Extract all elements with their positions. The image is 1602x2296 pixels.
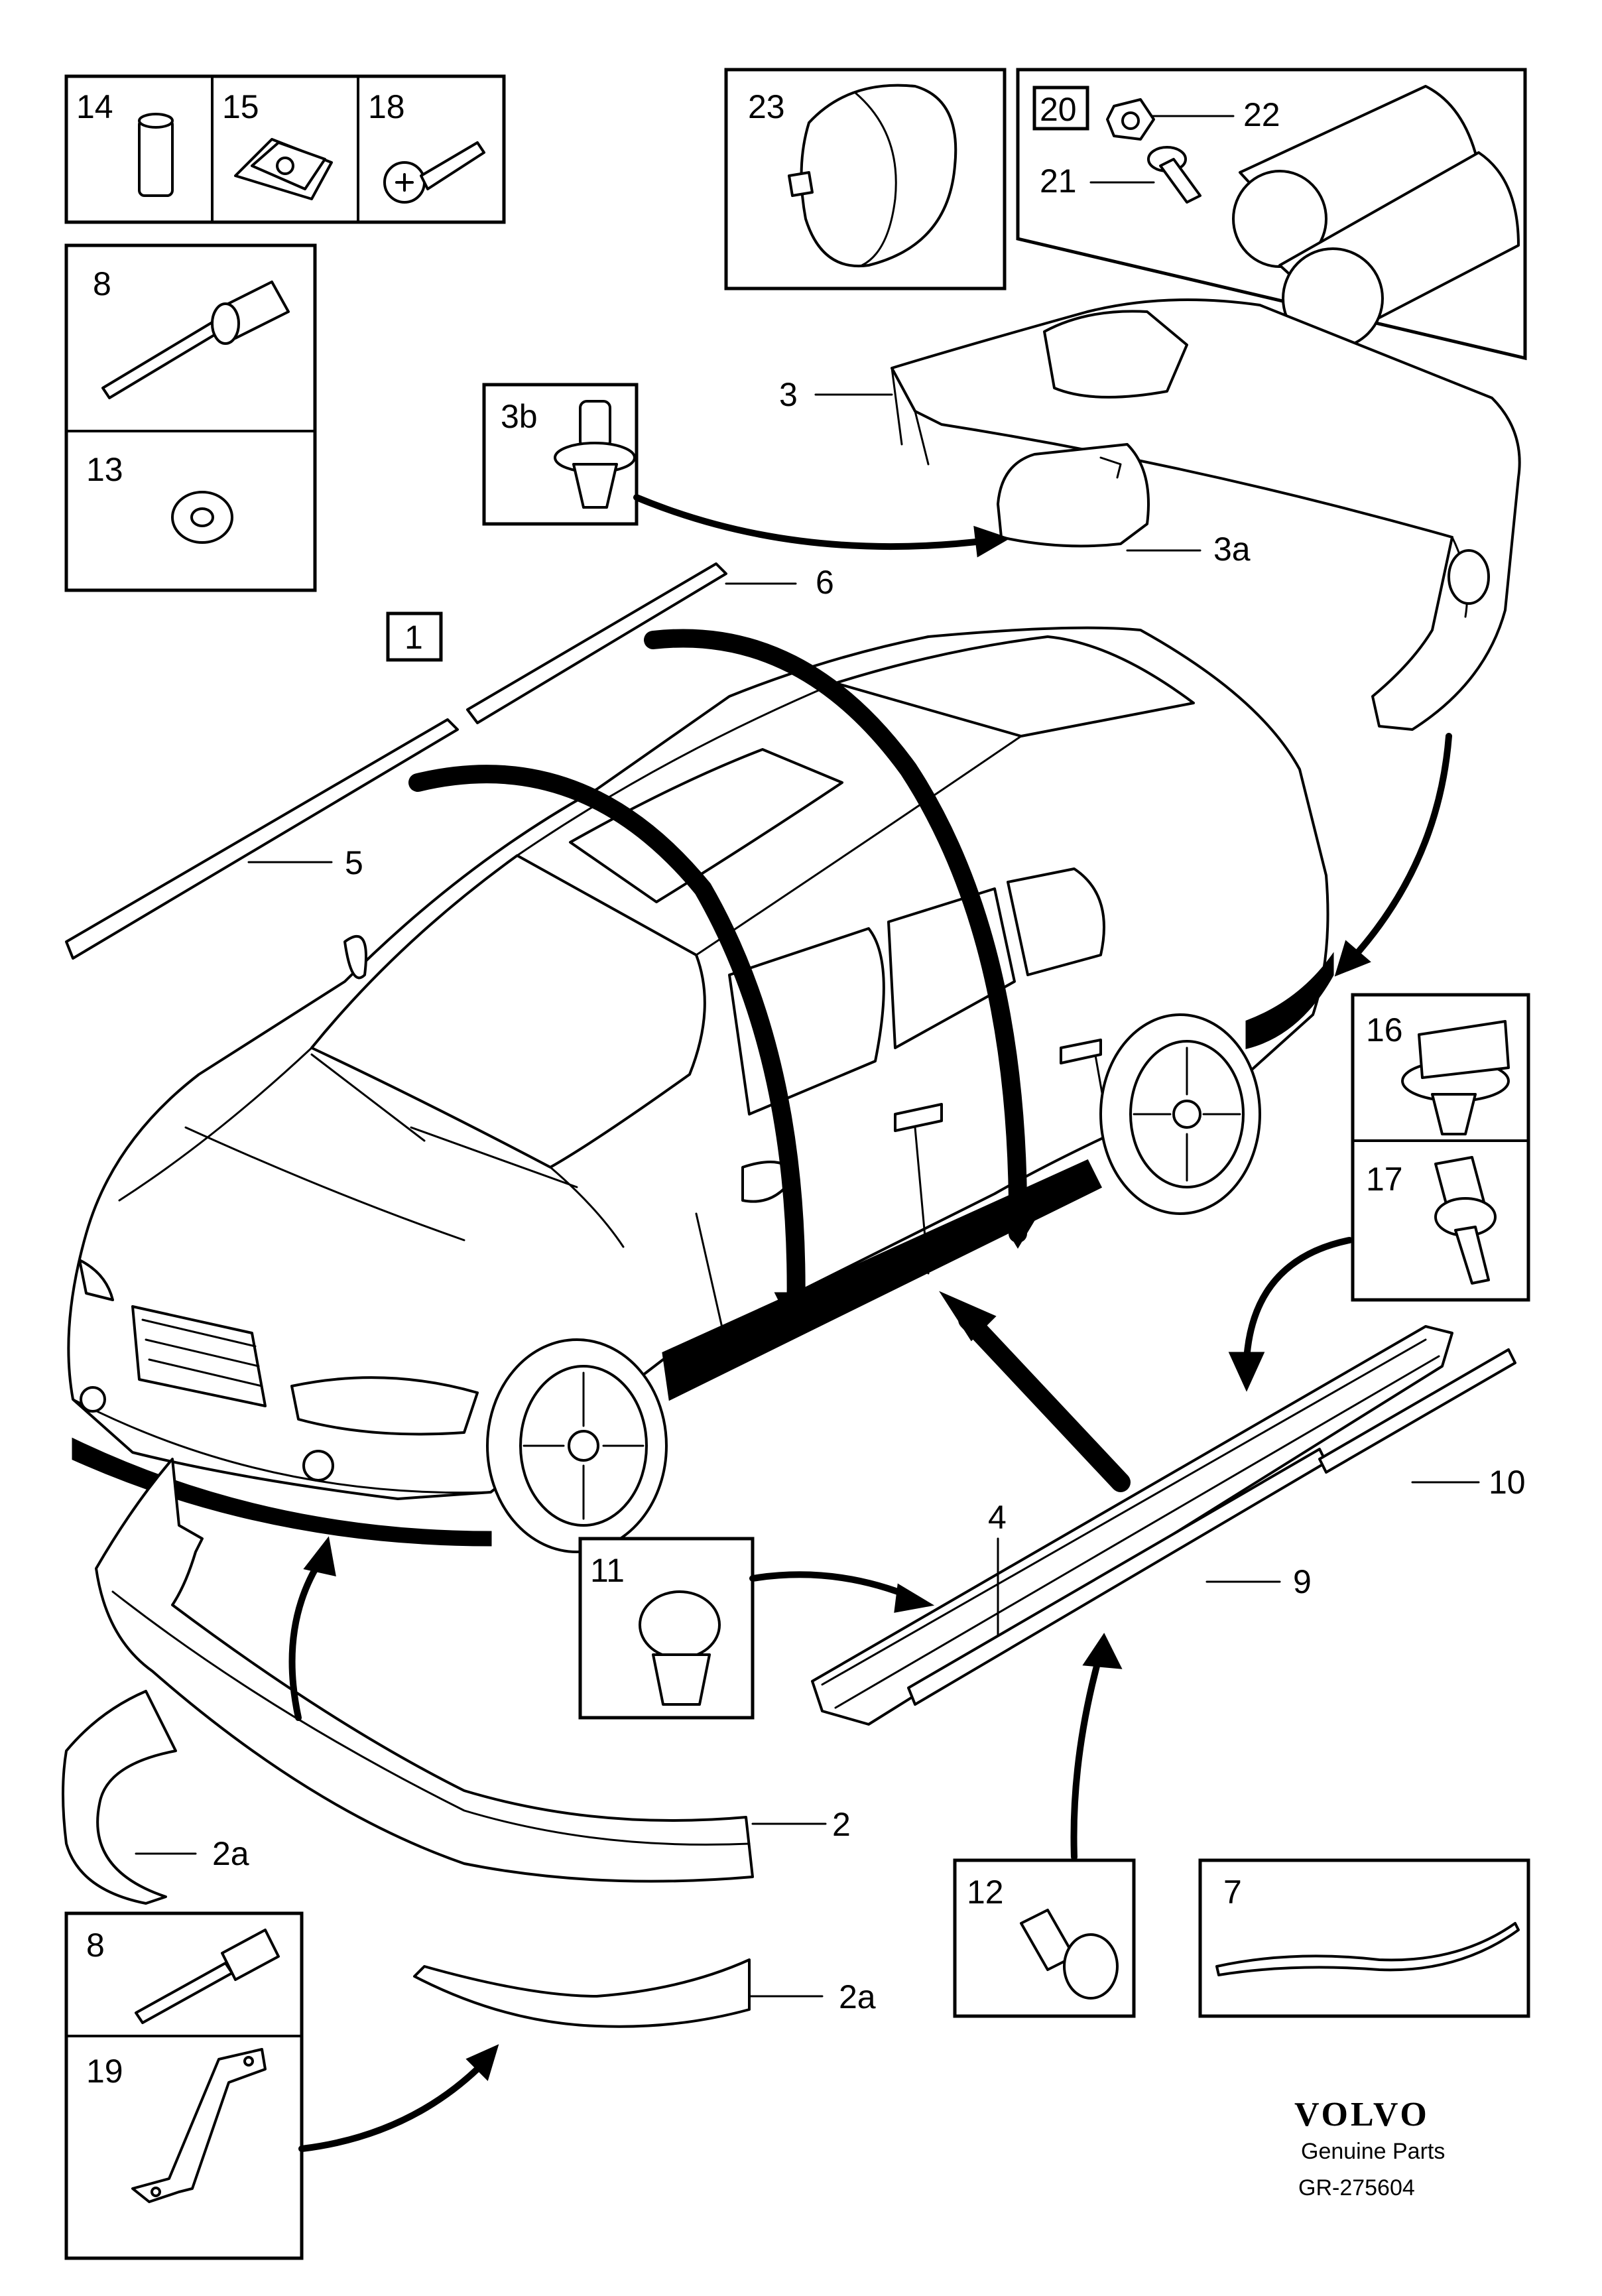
arrow-19-to-spoiler [298,2059,487,2152]
arrow-12-to-sill [1070,1648,1104,1860]
label-12: 12 [967,1874,1004,1911]
label-10: 10 [1489,1464,1526,1501]
label-18: 18 [368,88,405,125]
label-16: 16 [1366,1011,1403,1049]
label-14: 14 [76,88,113,125]
screw-part [383,141,485,204]
tailpipe-cover-part [788,84,957,268]
rear-wheel [1099,1013,1261,1215]
spoiler-end-left-part: 2a [62,1690,249,1905]
panel-7-strip: 7 [1198,1858,1530,2018]
fastener-panel-12: 12 [953,1858,1136,2018]
arrow-sill-to-car [958,1310,1131,1492]
clip-16-part [1401,1020,1510,1135]
arc-arrow-6 [644,629,1028,1243]
arrowhead [894,1583,935,1613]
arrowhead [1228,1352,1265,1392]
label-23: 23 [748,88,785,125]
label-5: 5 [345,844,363,881]
clip-nut-part [234,138,333,200]
fastener-panel-11: 11 [578,1537,755,1720]
label-22: 22 [1243,96,1280,133]
label-4: 4 [988,1499,1007,1536]
label-2a-right: 2a [839,1978,876,2015]
washer-part [171,491,233,544]
roof-molding-rear-part: 6 [466,562,834,724]
arrowhead [973,525,1011,558]
label-15: 15 [222,88,259,125]
arrowhead [1082,1633,1123,1669]
nut-part [1106,98,1155,141]
label-7: 7 [1223,1874,1242,1911]
diagram-reference: GR-275604 [1298,2175,1415,2200]
strip-7-part [1215,1922,1520,1976]
clip-11-part [639,1590,721,1706]
label-3b: 3b [501,398,538,435]
label-8-top: 8 [93,265,111,302]
label-1: 1 [404,619,423,656]
arrowhead [303,1536,336,1576]
label-21: 21 [1040,162,1077,200]
brand-logo: VOLVO [1294,2096,1430,2134]
rivet-bottom-part [135,1929,280,2024]
exhaust-tip-part [1232,85,1520,350]
front-spoiler-part: 2 [95,1458,851,1883]
arrow-17-to-sill [1243,1237,1353,1363]
arrow-spoiler-to-car [288,1555,325,1721]
label-8-bottom: 8 [86,1927,105,1964]
front-wheel [486,1338,668,1553]
spacer-tube-part [138,113,174,197]
label-3a: 3a [1213,531,1251,568]
label-3: 3 [779,376,798,413]
arrowhead [939,1291,997,1342]
arrowhead [465,2044,499,2081]
label-13: 13 [86,451,123,488]
arrowhead [774,1292,816,1336]
reference-box-1: 1 [386,611,443,662]
spoiler-end-right-part: 2a [413,1958,876,2028]
label-2: 2 [832,1806,851,1843]
fastener-panel-16-17: 16 17 [1351,993,1530,1302]
label-6: 6 [816,564,834,601]
label-9: 9 [1293,1563,1312,1600]
arrowhead [1334,940,1371,977]
side-sill-part: 4 10 9 [811,1325,1526,1726]
roof-molding-front-part: 5 [65,718,459,960]
fastener-panel-14-15-18: 14 15 18 [64,74,506,224]
label-20: 20 [1040,91,1077,128]
arc-arrow-5 [408,765,806,1329]
car-body [67,626,1334,1553]
label-19: 19 [86,2053,123,2090]
rivet-part [101,281,290,399]
fastener-panel-8-19: 8 19 [64,1911,304,2260]
arrowhead [996,1212,1040,1249]
push-pin-part [554,400,636,509]
label-17: 17 [1366,1161,1403,1198]
arrow-3b-to-3a [633,494,991,550]
rear-bumper-part: 3 [779,298,1521,731]
bracket-part [131,2048,267,2203]
label-11: 11 [590,1552,625,1589]
bolt-part [1147,146,1202,204]
arrow-bumper-to-16 [1349,733,1452,962]
fastener-panel-8-13: 8 13 [64,243,317,592]
brand-tagline: Genuine Parts [1301,2139,1445,2164]
clip-12-part [1020,1909,1119,2000]
bumper-insert-part: 3a [997,443,1251,568]
label-2a-left: 2a [212,1835,249,1872]
arrow-11-to-sill [749,1571,918,1602]
clip-17-part [1434,1156,1497,1285]
brand-block: VOLVO Genuine Parts GR-275604 [1294,2096,1445,2200]
fastener-panel-3b: 3b [482,383,639,526]
panel-20-exhaust-tips: 20 22 21 [1016,68,1527,361]
panel-23-cover: 23 [724,68,1007,290]
